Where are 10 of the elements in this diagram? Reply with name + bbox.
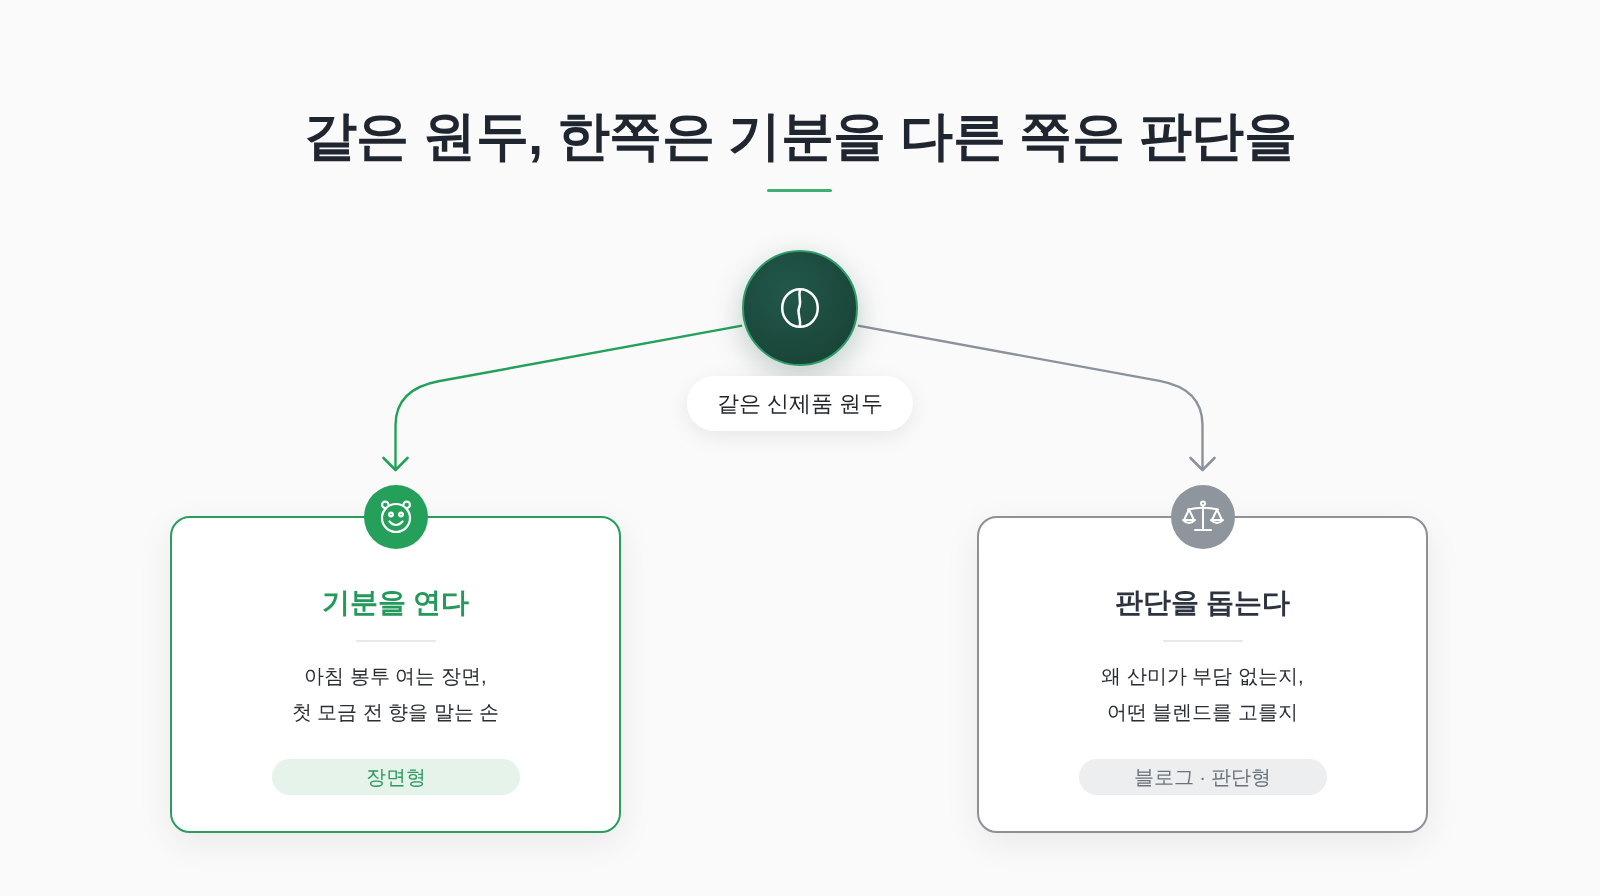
card-title: 기분을 연다 (321, 586, 470, 620)
card-description: 아침 봉투 여는 장면, 첫 모금 전 향을 말는 손 (291, 664, 500, 725)
arrow (857, 324, 1216, 472)
category-tag: 블로그 · 판단형 (1078, 759, 1327, 795)
card-description: 왜 산미가 부담 없는지, 어떤 블렌드를 고를지 (1101, 664, 1304, 725)
page-title: 같은 원두, 한쪽은 기분을 다른 쪽은 판단을 (302, 105, 1298, 167)
card-title: 판단을 돕는다 (1114, 586, 1291, 620)
arrow (382, 324, 743, 472)
category-tag: 장면형 (271, 759, 520, 795)
node-caption: 같은 신제품 원두 (686, 376, 914, 431)
